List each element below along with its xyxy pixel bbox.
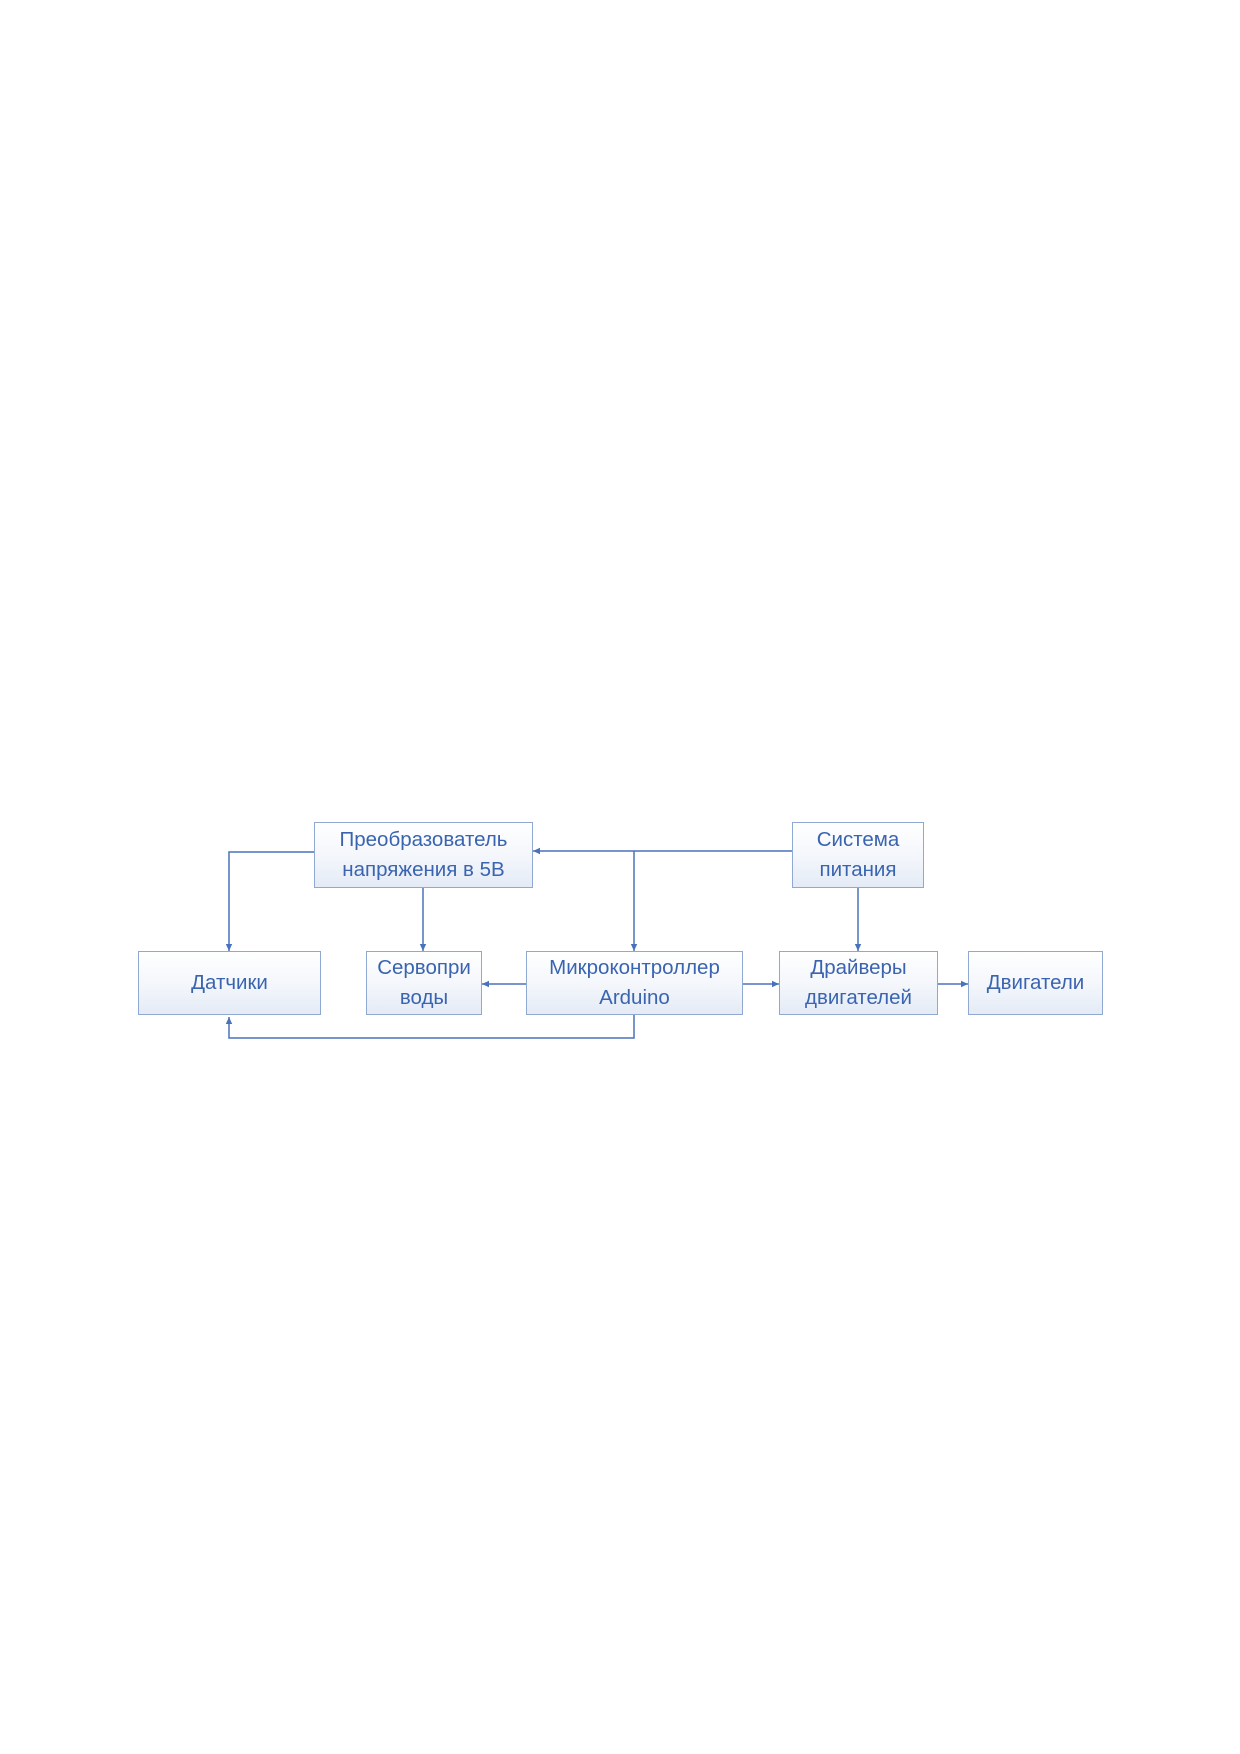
block-motors-label: Двигатели (986, 971, 1085, 994)
arrow-mcu-to-sensors (225, 1015, 635, 1039)
block-servos: Сервопри воды (366, 951, 482, 1015)
block-power-system-label: Система питания (816, 828, 900, 881)
block-motors: Двигатели (968, 951, 1103, 1015)
block-power-system: Система питания (792, 822, 924, 888)
block-servos-label: Сервопри воды (377, 956, 471, 1009)
arrow-converter-to-sensors (225, 851, 314, 951)
block-motor-drivers: Драйверы двигателей (779, 951, 938, 1015)
block-voltage-converter: Преобразователь напряжения в 5В (314, 822, 533, 888)
block-voltage-converter-label: Преобразователь напряжения в 5В (339, 828, 508, 881)
block-microcontroller: Микроконтроллер Arduino (526, 951, 743, 1015)
block-sensors: Датчики (138, 951, 321, 1015)
block-motor-drivers-label: Драйверы двигателей (805, 956, 912, 1009)
block-microcontroller-label: Микроконтроллер Arduino (549, 956, 720, 1009)
block-sensors-label: Датчики (191, 971, 268, 994)
